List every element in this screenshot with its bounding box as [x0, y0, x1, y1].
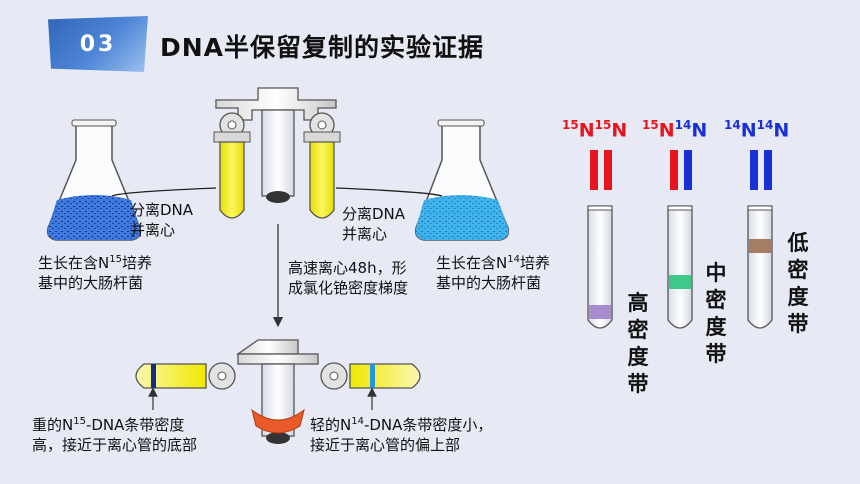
high-density-label: 高密度带	[627, 291, 649, 396]
right-transfer-line	[335, 187, 443, 197]
result-tube-heavy	[587, 205, 613, 329]
centrifuge-rotor-top	[213, 87, 341, 219]
left-flask-n15	[46, 119, 142, 241]
result-tube-light	[747, 205, 773, 329]
label-n15-n15: 15N15N	[562, 118, 628, 142]
light-dna-note: 轻的N14-DNA条带密度小， 接近于离心管的偏上部	[310, 416, 493, 454]
low-density-label: 低密度带	[787, 231, 809, 336]
medium-density-label: 中密度带	[705, 261, 727, 366]
strand-bar-3b	[764, 150, 772, 190]
result-tube-medium	[667, 205, 693, 329]
centrifuge-rotor-bottom	[135, 339, 421, 444]
left-flask-caption: 生长在含N15培养 基中的大肠杆菌	[38, 254, 152, 292]
medium-density-band	[669, 275, 691, 289]
label-n15-n14: 15N14N	[642, 118, 708, 142]
right-flask-n14	[414, 119, 510, 241]
strand-bar-2b	[684, 150, 692, 190]
heavy-dna-note: 重的N15-DNA条带密度 高，接近于离心管的底部	[32, 416, 198, 454]
left-separation-label: 分离DNA 并离心	[130, 201, 194, 239]
strand-bar-3a	[750, 150, 758, 190]
strand-bar-1a	[590, 150, 598, 190]
strand-bars	[590, 150, 772, 190]
centrifuge-note: 高速离心48h，形 成氯化铯密度梯度	[288, 259, 409, 297]
label-n14-n14: 14N14N	[724, 118, 790, 142]
right-separation-label: 分离DNA 并离心	[342, 205, 406, 243]
heavy-density-band	[589, 305, 611, 319]
left-transfer-line	[111, 187, 217, 197]
right-flask-caption: 生长在含N14培养 基中的大肠杆菌	[436, 254, 550, 292]
page-title: DNA半保留复制的实验证据	[160, 33, 485, 62]
strand-bar-1b	[604, 150, 612, 190]
strand-bar-2a	[670, 150, 678, 190]
section-number-badge: 03	[48, 16, 148, 72]
low-density-band	[749, 239, 771, 253]
